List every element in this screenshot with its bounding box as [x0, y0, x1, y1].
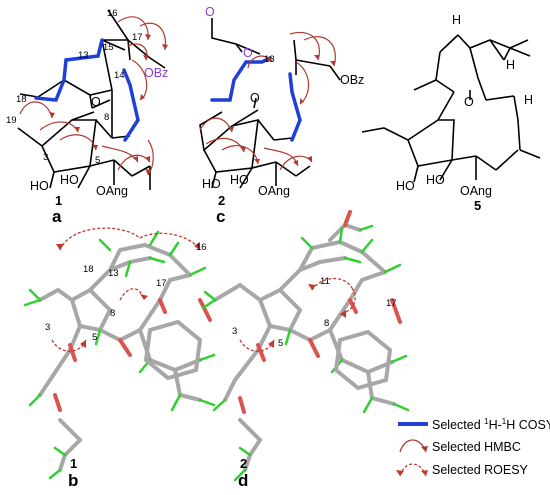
roesy-arrows-1 [51, 227, 201, 352]
acetyl-o-label: O [205, 5, 215, 19]
panel-label-a: a [52, 207, 62, 226]
label-c19: 19 [6, 115, 17, 126]
phenyl-ring-2 [333, 329, 393, 391]
label-c18: 18 [16, 94, 27, 105]
substituents-2: O O OBz O HO HO OAng [202, 5, 364, 198]
ho-label: HO [30, 179, 49, 193]
legend-hmbc-swatch [399, 439, 427, 453]
label-c3: 3 [43, 152, 48, 163]
compound-number-5: 5 [474, 198, 481, 213]
atom-labels-1: 16 17 15 13 14 18 19 3 5 8 [6, 8, 143, 166]
atom-labels-2-3d: 11 17 8 3 5 [232, 276, 397, 349]
atom-labels-1-3d: 16 18 13 17 8 3 5 [45, 242, 207, 343]
ho-label-5: HO [396, 179, 415, 193]
structure-2-2d: 13 O O OBz O HO HO OAng 2 c [199, 5, 364, 226]
cosy-bonds-1 [34, 38, 140, 142]
substituents-5: H H H O HO HO OAng [396, 13, 533, 198]
label-3d-c5: 5 [92, 332, 97, 343]
ketone-o-label-5: O [464, 95, 474, 109]
roesy-arrowheads-2 [268, 284, 346, 348]
legend-roesy-label: Selected ROESY [432, 463, 529, 477]
structure-5-2d: H H H O HO HO OAng 5 [361, 13, 541, 213]
phenyl-ring-1 [143, 319, 203, 381]
panel-label-b: b [68, 471, 78, 490]
label-c13-2: 13 [264, 54, 275, 65]
legend: Selected 1H-1H COSY Selected HMBC Select… [396, 417, 550, 477]
label-c13: 13 [78, 50, 89, 61]
compound-number-2-top: 2 [218, 193, 225, 208]
label-3d-c3: 3 [232, 326, 237, 337]
hmbc-arrowheads-2 [228, 55, 336, 166]
legend-hmbc-label: Selected HMBC [432, 440, 521, 454]
label-3d-c11: 11 [320, 276, 330, 287]
label-3d-c17: 17 [156, 278, 167, 289]
sticks-red-2 [238, 210, 402, 414]
legend-roesy-arrowhead-right [421, 470, 428, 476]
obz-label-2: OBz [340, 73, 364, 87]
skeleton-5 [361, 34, 541, 183]
label-3d-c18: 18 [83, 264, 94, 275]
label-3d-c3: 3 [45, 322, 50, 333]
legend-roesy-swatch [399, 463, 427, 477]
oang-label-2: OAng [258, 184, 290, 198]
legend-hmbc-arrowhead [421, 446, 428, 452]
compound-number-1-bottom: 1 [70, 456, 77, 471]
label-c8: 8 [104, 112, 109, 123]
oang-label-5: OAng [460, 184, 492, 198]
sticks-red-1 [53, 298, 212, 412]
h2-label: H [506, 58, 515, 72]
cosy-bonds-2 [210, 56, 302, 142]
label-c5: 5 [95, 155, 100, 166]
skeleton-2 [199, 18, 341, 189]
skeleton-1 [17, 9, 166, 190]
panel-label-d: d [238, 471, 248, 490]
substituents-1: OBz O HO HO OAng [30, 66, 168, 198]
label-3d-c8: 8 [110, 308, 115, 319]
ketone-o-label: O [91, 95, 101, 109]
label-3d-c16: 16 [196, 242, 207, 253]
legend-roesy-arrowhead-left [396, 470, 404, 476]
label-c15: 15 [103, 42, 114, 53]
label-c14: 14 [114, 70, 125, 81]
hmbc-arrowheads-1 [49, 34, 168, 175]
label-3d-c8: 8 [324, 318, 329, 329]
legend-cosy-label: Selected 1H-1H COSY [432, 417, 550, 432]
sticks-grey-1 [38, 242, 202, 472]
label-3d-c17: 17 [386, 298, 397, 309]
sticks-grey-2 [213, 222, 396, 472]
structure-1-2d: 16 17 15 13 14 18 19 3 5 8 OBz O HO HO O… [6, 8, 168, 226]
sticks-green-1 [23, 230, 216, 480]
acetyl-o2-label: O [243, 46, 253, 60]
roesy-arrowheads-1 [56, 242, 200, 348]
label-c17: 17 [132, 32, 143, 43]
oang-label: OAng [96, 184, 128, 198]
label-3d-c5: 5 [278, 338, 283, 349]
ho2-label-2: HO [230, 173, 249, 187]
label-c16: 16 [107, 8, 118, 19]
panel-label-c: c [216, 207, 225, 226]
compound-number-1-top: 1 [55, 193, 62, 208]
ketone-o-label-2: O [250, 91, 260, 105]
model-2-3d: 11 17 8 3 5 2 d [201, 210, 410, 490]
model-1-3d: 16 18 13 17 8 3 5 1 b [23, 227, 216, 490]
obz-label: OBz [144, 66, 168, 80]
h3-label: H [524, 93, 533, 107]
label-3d-c13: 13 [108, 268, 119, 279]
ho-label-2: HO [202, 177, 221, 191]
ho2-label-5: HO [426, 173, 445, 187]
ho2-label: HO [60, 173, 79, 187]
h1-label: H [452, 13, 461, 27]
compound-number-2-bottom: 2 [240, 456, 247, 471]
